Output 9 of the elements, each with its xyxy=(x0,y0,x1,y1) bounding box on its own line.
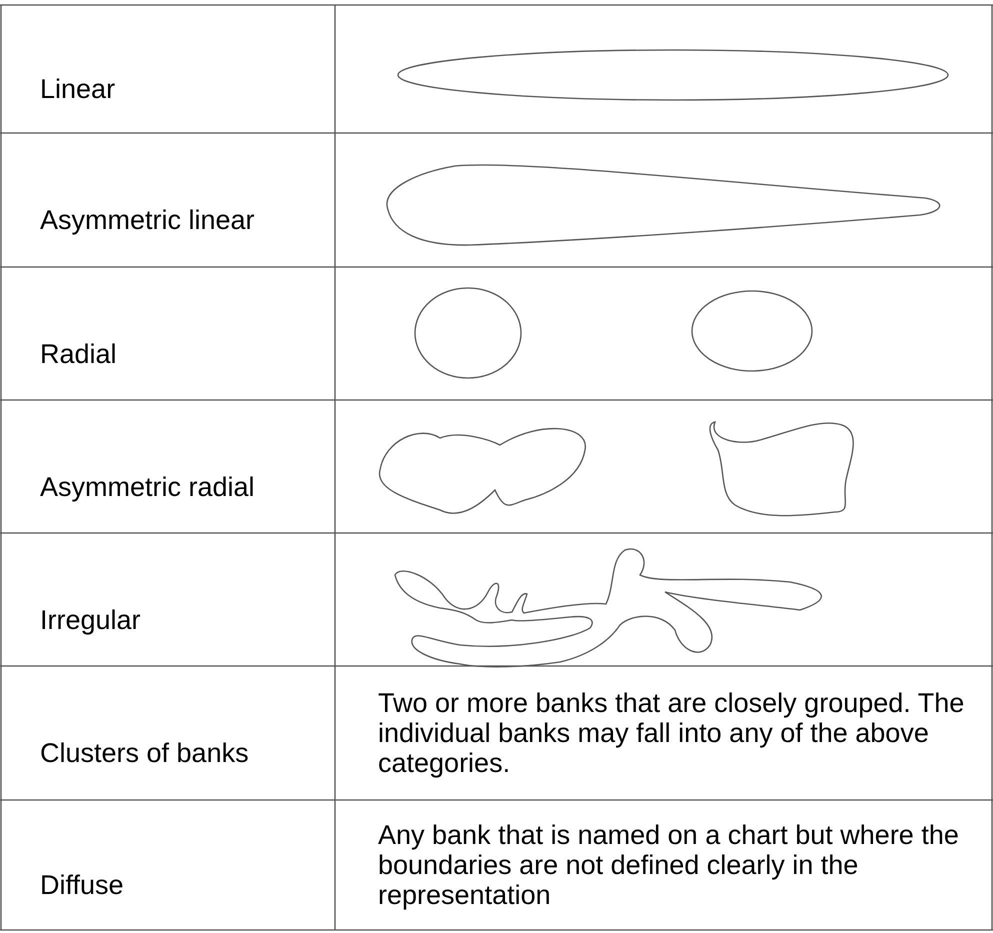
row-label: Irregular xyxy=(40,604,141,634)
row-label: Diffuse xyxy=(40,870,124,900)
row-label: Clusters of banks xyxy=(40,738,249,768)
description-text: Two or more banks that are closely grouped. The individual banks may fall into any of the above categories. xyxy=(378,688,966,778)
description-text: Any bank that is named on a chart but where the boundaries are not defined clearly in the representation xyxy=(378,820,960,910)
row-label: Linear xyxy=(40,74,116,104)
row-label: Asymmetric radial xyxy=(40,472,255,502)
row-label: Asymmetric linear xyxy=(40,205,255,235)
row-label: Radial xyxy=(40,338,117,368)
